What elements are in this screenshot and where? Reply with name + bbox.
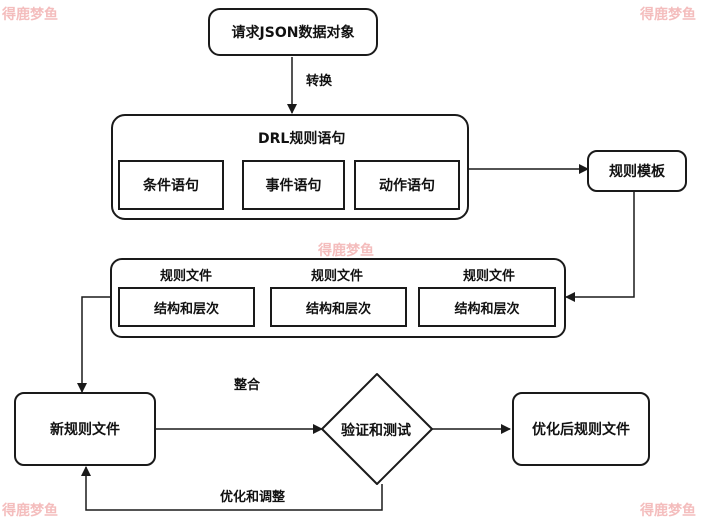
rule-template-label: 规则模板 [609,164,665,180]
drl-statements-group [111,114,469,220]
verify-diamond-shape [321,373,433,485]
rule-file-1-node: 结构和层次 [118,287,255,327]
convert-label: 转换 [306,74,333,89]
condition-node: 条件语句 [118,160,224,210]
rule-file-2-content: 结构和层次 [305,301,371,317]
rule-file-3-node: 结构和层次 [418,287,556,327]
rule-file-3-content: 结构和层次 [454,301,520,317]
rule-file-1-content: 结构和层次 [153,301,219,317]
arrow-files-to-new [77,296,110,393]
watermark-bottom-right: 得鹿梦鱼 [640,503,696,519]
action-label: 动作语句 [379,178,435,194]
optimized-rule-file-label: 优化后规则文件 [532,422,630,438]
arrow-feedback [81,466,383,511]
new-rule-file-label: 新规则文件 [50,422,120,438]
integrate-label: 整合 [234,378,261,393]
drl-group-title: DRL规则语句 [258,131,346,147]
rule-file-2-title: 规则文件 [311,269,364,284]
new-rule-file-node: 新规则文件 [14,392,156,466]
optimize-adjust-label: 优化和调整 [220,490,286,505]
condition-label: 条件语句 [143,178,199,194]
request-json-node: 请求JSON数据对象 [208,8,378,56]
watermark-top-right: 得鹿梦鱼 [640,7,696,23]
rule-file-2-node: 结构和层次 [270,287,407,327]
verify-test-label: 验证和测试 [341,423,411,439]
watermark-top-left: 得鹿梦鱼 [2,7,58,23]
rule-file-3-title: 规则文件 [463,269,516,284]
event-label: 事件语句 [265,178,322,194]
rule-file-1-title: 规则文件 [160,269,213,284]
rule-files-group [110,258,566,338]
arrow-template-to-files [565,191,635,302]
watermark-center: 得鹿梦鱼 [318,243,374,259]
optimized-rule-file-node: 优化后规则文件 [512,392,650,466]
action-node: 动作语句 [354,160,460,210]
event-node: 事件语句 [242,160,345,210]
watermark-bottom-left: 得鹿梦鱼 [2,503,58,519]
request-json-label: 请求JSON数据对象 [231,25,355,41]
rule-template-node: 规则模板 [587,150,687,192]
